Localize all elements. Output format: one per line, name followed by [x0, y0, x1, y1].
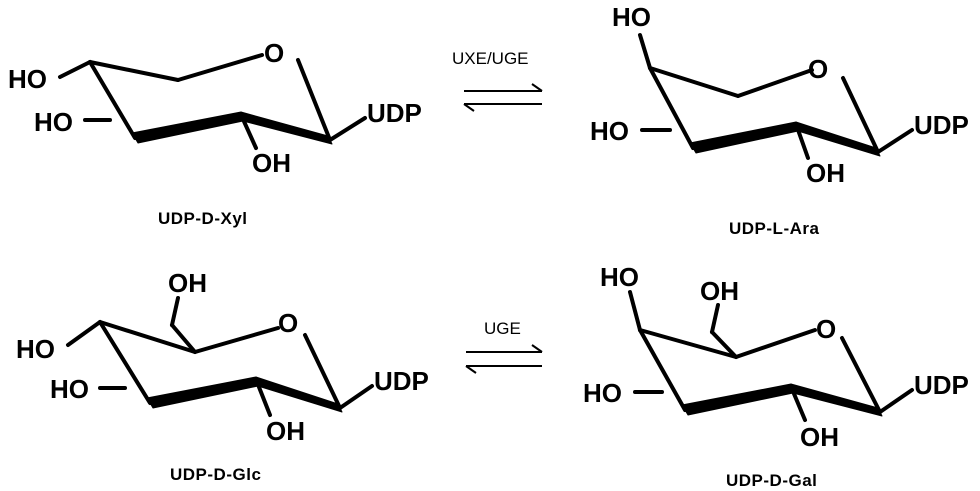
molecule-udp-d-xyl: O HO HO OH UDP UDP-D-Xyl — [8, 38, 422, 228]
molecule-udp-l-ara: O HO HO OH UDP UDP-L-Ara — [590, 2, 969, 238]
substituent-bonds — [66, 296, 374, 417]
hydroxyl-label: HO — [8, 64, 47, 94]
hydroxyl-label: OH — [266, 416, 305, 446]
molecule-udp-d-gal: O HO OH HO OH UDP UDP-D-Gal — [583, 262, 969, 490]
pyranose-ring — [648, 66, 881, 157]
hydroxyl-label: OH — [800, 422, 839, 452]
ring-oxygen-label: O — [816, 314, 836, 344]
pyranose-ring — [88, 53, 333, 145]
molecule-name: UDP-D-Glc — [170, 465, 261, 484]
substituent-bonds — [638, 33, 914, 160]
equilibrium-arrows-xyl-ara: UXE/UGE — [452, 49, 543, 112]
ring-oxygen-label: O — [808, 54, 828, 84]
hydroxyl-label: HO — [583, 378, 622, 408]
hydroxyl-label: OH — [252, 148, 291, 178]
hydroxyl-label: OH — [168, 268, 207, 298]
hydroxyl-label: HO — [600, 262, 639, 292]
hydroxyl-label: OH — [806, 158, 845, 188]
pyranose-ring — [98, 320, 343, 413]
substituent-bonds — [58, 60, 367, 150]
enzyme-label: UGE — [484, 319, 521, 338]
hydroxyl-label: HO — [16, 334, 55, 364]
hydroxyl-label: HO — [612, 2, 651, 32]
equilibrium-arrows-glc-gal: UGE — [465, 319, 543, 374]
hydroxyl-label: HO — [34, 107, 73, 137]
udp-label: UDP — [914, 370, 969, 400]
molecule-udp-d-glc: O OH HO HO OH UDP UDP-D-Glc — [16, 268, 429, 484]
molecule-name: UDP-L-Ara — [729, 219, 819, 238]
substituent-bonds — [628, 290, 914, 422]
udp-label: UDP — [374, 366, 429, 396]
ring-oxygen-label: O — [264, 38, 284, 68]
molecule-name: UDP-D-Gal — [726, 471, 817, 490]
pyranose-ring — [638, 328, 883, 417]
hydroxyl-label: HO — [590, 116, 629, 146]
molecule-name: UDP-D-Xyl — [158, 209, 248, 228]
ring-oxygen-label: O — [278, 308, 298, 338]
hydroxyl-label: HO — [50, 374, 89, 404]
udp-label: UDP — [914, 110, 969, 140]
enzyme-label: UXE/UGE — [452, 49, 529, 68]
udp-label: UDP — [367, 98, 422, 128]
hydroxyl-label: OH — [700, 276, 739, 306]
